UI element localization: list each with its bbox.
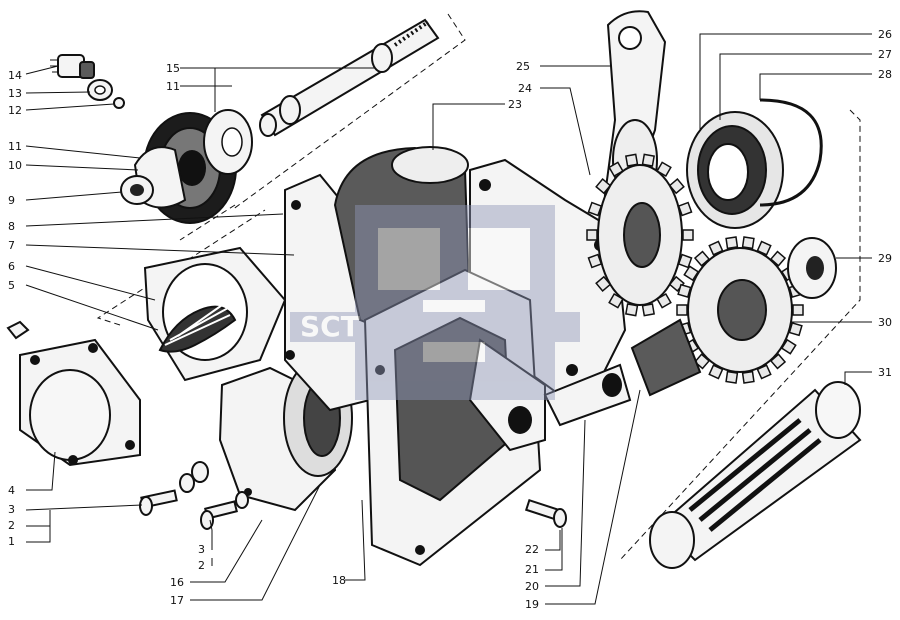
bearing-part-26-27 xyxy=(686,111,784,229)
gear-tooth xyxy=(741,236,755,250)
bolt-small-top-left xyxy=(6,320,30,340)
gear-tooth xyxy=(725,370,739,384)
washer-part-13 xyxy=(87,79,113,101)
gear-tooth xyxy=(676,304,688,316)
watermark-text: SCT xyxy=(300,310,360,343)
spur-gear-part-24 xyxy=(586,153,694,317)
callout-c5: 5 xyxy=(8,279,15,292)
shaft-part-15 xyxy=(259,18,440,137)
gear-tooth xyxy=(741,370,755,384)
callout-c23: 23 xyxy=(508,98,522,111)
washers-pair xyxy=(179,461,209,493)
callout-c29: 29 xyxy=(878,252,892,265)
callout-c11b: 11 xyxy=(166,80,180,93)
gear-bore xyxy=(717,279,767,341)
leader-lines xyxy=(25,33,872,605)
callout-c26: 26 xyxy=(878,28,892,41)
callout-c8: 8 xyxy=(8,220,15,233)
gear-tooth xyxy=(586,229,598,241)
callout-c15: 15 xyxy=(166,62,180,75)
gear-tooth xyxy=(725,236,739,250)
nut-part-9 xyxy=(120,175,154,205)
gear-tooth xyxy=(625,303,639,317)
splined-shaft-part-31 xyxy=(649,381,862,569)
callout-c14: 14 xyxy=(8,69,22,82)
gear-bore xyxy=(623,202,661,268)
assembly-guide-lines xyxy=(96,13,861,561)
callout-c10: 10 xyxy=(8,159,22,172)
shift-lever-part-19-20 xyxy=(468,338,632,452)
callout-c27: 27 xyxy=(878,48,892,61)
callout-c13: 13 xyxy=(8,87,22,100)
bolt-part-22 xyxy=(524,499,567,528)
ball-part-12 xyxy=(113,97,125,109)
callout-c11a: 11 xyxy=(8,140,22,153)
callout-c16: 16 xyxy=(170,576,184,589)
callout-c9: 9 xyxy=(8,194,15,207)
gear-tooth xyxy=(641,153,655,167)
callout-c4: 4 xyxy=(8,484,15,497)
callout-c7: 7 xyxy=(8,239,15,252)
callout-c2a: 2 xyxy=(8,519,15,532)
callout-c6: 6 xyxy=(8,260,15,273)
spring-part-5 xyxy=(158,302,237,353)
callout-c31: 31 xyxy=(878,366,892,379)
gasket-part-11-upper xyxy=(203,109,253,175)
callout-c22: 22 xyxy=(525,543,539,556)
callout-c17: 17 xyxy=(170,594,184,607)
callout-c3a: 3 xyxy=(8,503,15,516)
end-cover-part-4 xyxy=(19,338,141,467)
callout-c18: 18 xyxy=(332,574,346,587)
gear-tooth xyxy=(641,303,655,317)
callout-c19: 19 xyxy=(525,598,539,611)
watermark-logo: SCT xyxy=(290,205,580,400)
callout-c28: 28 xyxy=(878,68,892,81)
callout-c30: 30 xyxy=(878,316,892,329)
callout-labels: 1234567891011121314151132161718192021222… xyxy=(8,28,892,611)
bolt-part-3-left xyxy=(139,489,178,516)
callout-c21: 21 xyxy=(525,563,539,576)
bolt-part-3-bottom xyxy=(200,491,249,530)
callout-c3b: 3 xyxy=(198,543,205,556)
callout-c20: 20 xyxy=(525,580,539,593)
callout-c12: 12 xyxy=(8,104,22,117)
retaining-ring-part-28 xyxy=(759,98,823,207)
callout-c1: 1 xyxy=(8,535,15,548)
callout-c25: 25 xyxy=(516,60,530,73)
callout-c24: 24 xyxy=(518,82,532,95)
splined-sleeve-part-21 xyxy=(630,318,702,397)
spacer-ring-part-29 xyxy=(787,237,837,299)
gear-tooth xyxy=(792,304,804,316)
gear-tooth xyxy=(625,153,639,167)
callout-c2b: 2 xyxy=(198,559,205,572)
gear-tooth xyxy=(682,229,694,241)
